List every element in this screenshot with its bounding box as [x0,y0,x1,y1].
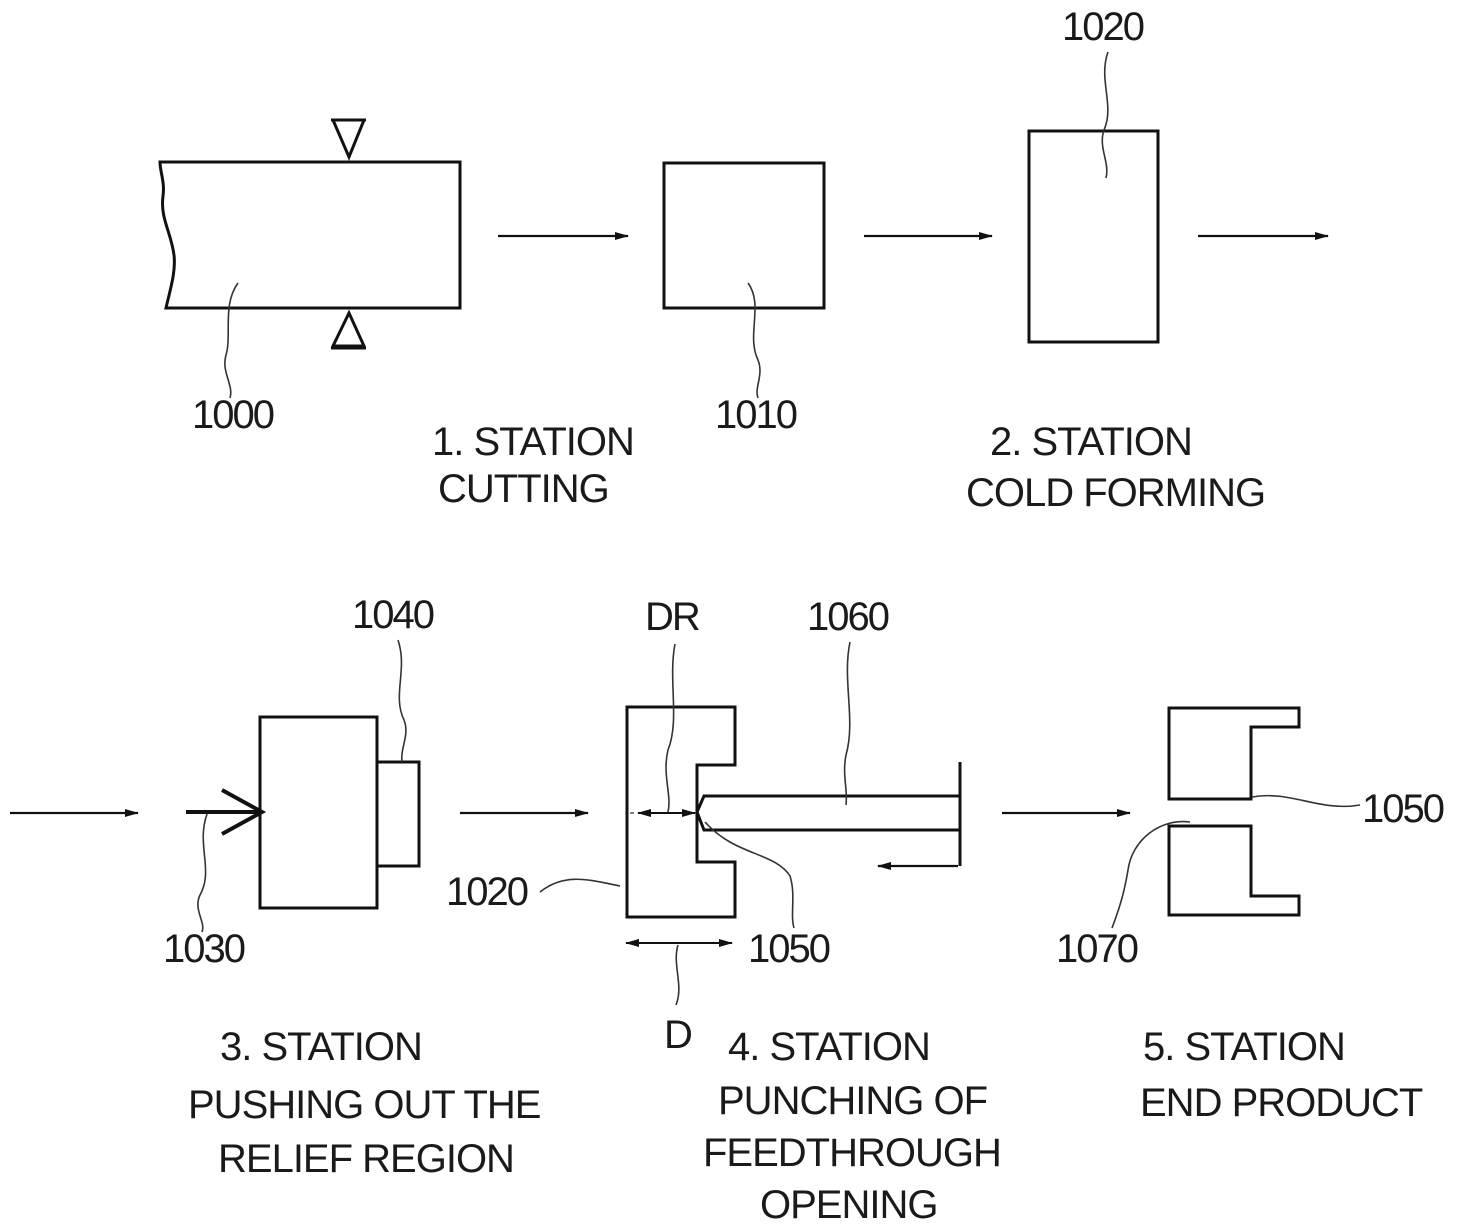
station-3-desc-2: RELIEF REGION [218,1137,514,1181]
station-4-title: 4. STATION [728,1025,930,1069]
leader-1050-right [1252,796,1360,807]
ref-1040: 1040 [352,593,434,637]
leader-1010 [748,283,760,398]
ref-1050-right: 1050 [1362,787,1444,831]
lower-cutting-blade [333,313,364,346]
leader-dr [666,644,675,812]
ref-1000: 1000 [192,393,274,437]
station-4-desc-2: FEEDTHROUGH [703,1131,1001,1175]
station-1-desc: CUTTING [438,467,609,511]
cut-blank-1010 [664,163,824,308]
leader-1050-mid [705,822,794,928]
station-3-desc-1: PUSHING OUT THE [188,1083,540,1127]
leader-1060 [845,642,850,805]
ref-1050-mid: 1050 [748,927,830,971]
leader-1040 [398,640,406,762]
station-1-title: 1. STATION [432,420,634,464]
ref-d: D [664,1013,691,1057]
formed-blank-1020 [1029,131,1158,342]
upper-cutting-blade [333,120,364,157]
station-4-desc-3: OPENING [760,1183,937,1227]
ref-1070: 1070 [1056,927,1138,971]
leader-1020-mid [540,879,620,892]
ref-1020-mid: 1020 [446,870,528,914]
station-5-desc: END PRODUCT [1140,1081,1423,1125]
leader-1020-top [1102,52,1108,178]
leader-1030 [198,814,207,932]
station-4-desc-1: PUNCHING OF [718,1079,987,1123]
leader-1000 [225,283,238,398]
ref-1010: 1010 [715,393,797,437]
ref-dr: DR [645,595,700,639]
blank-station-3 [260,717,377,908]
end-product-lower [1169,826,1299,915]
relief-region-1040 [377,762,419,866]
station-2-desc: COLD FORMING [966,471,1265,515]
ref-1060: 1060 [807,595,889,639]
station-5-title: 5. STATION [1143,1025,1345,1069]
station-2-title: 2. STATION [990,420,1192,464]
station-3-title: 3. STATION [220,1025,422,1069]
ref-1030: 1030 [163,927,245,971]
raw-stock-1000 [160,162,460,308]
end-product-upper [1169,708,1299,799]
punch-1060 [697,796,960,830]
ref-1020-top: 1020 [1062,5,1144,49]
leader-d [676,945,679,1005]
leader-1070 [1112,822,1190,928]
